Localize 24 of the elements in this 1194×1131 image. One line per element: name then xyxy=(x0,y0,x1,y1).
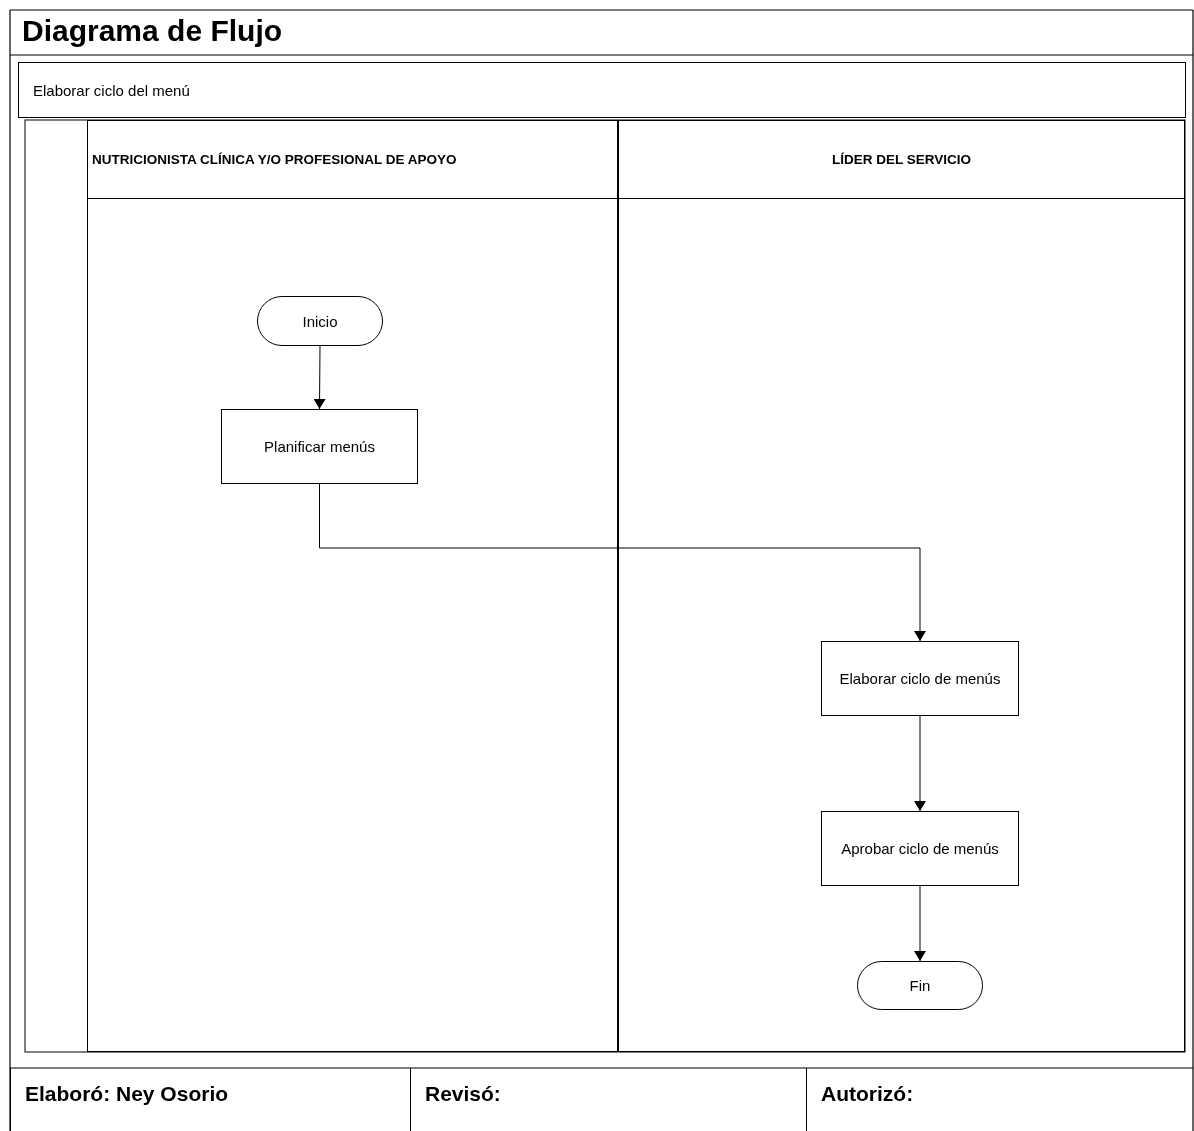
node-label: Inicio xyxy=(302,312,338,330)
terminator-shape xyxy=(257,296,383,346)
signature-label: Elaboró: Ney Osorio xyxy=(25,1082,229,1105)
diagram-title: Diagrama de Flujo xyxy=(22,13,283,49)
header-bar xyxy=(18,62,1186,118)
node-label: Aprobar ciclo de menús xyxy=(841,840,999,857)
swimlane xyxy=(618,120,1185,1052)
terminator-shape xyxy=(857,961,983,1010)
arrow xyxy=(319,483,926,642)
signature-label: Autorizó: xyxy=(821,1082,914,1105)
process-box xyxy=(221,409,418,484)
arrow xyxy=(914,885,926,962)
node-label: Elaborar ciclo de menús xyxy=(839,670,1001,687)
node-label: Planificar menús xyxy=(264,438,375,455)
lane-header: LÍDER DEL SERVICIO xyxy=(832,152,971,167)
banner-text: Elaborar ciclo del menú xyxy=(33,81,190,99)
arrow xyxy=(313,345,326,410)
node-label: Fin xyxy=(909,977,931,994)
arrow xyxy=(914,715,926,812)
process-box xyxy=(821,811,1019,886)
process-box xyxy=(821,641,1019,716)
lane-header: NUTRICIONISTA CLÍNICA Y/O PROFESIONAL DE APOYO xyxy=(92,152,457,167)
signature-label: Revisó: xyxy=(425,1082,501,1105)
swimlane xyxy=(87,120,618,1052)
